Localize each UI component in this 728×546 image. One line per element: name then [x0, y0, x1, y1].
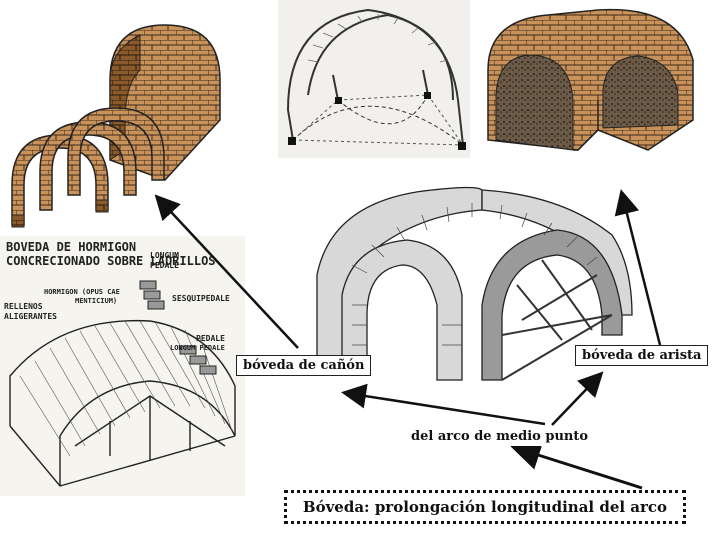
- label-longum: LONGUM: [150, 251, 179, 260]
- vault-definition-caption: Bóveda: prolongación longitudinal del ar…: [284, 490, 686, 524]
- drawing-title-line1: BOVEDA DE HORMIGON: [6, 240, 137, 254]
- wireframe-cross-vault-image: [278, 0, 470, 158]
- brick-groin-vault-image: [478, 0, 708, 160]
- brick-barrel-vault-image: [0, 10, 240, 235]
- label-aligerantes: ALIGERANTES: [4, 312, 57, 321]
- label-pedale-2: PEDALE: [196, 334, 225, 343]
- semicircular-arch-label: del arco de medio punto: [405, 427, 595, 446]
- label-sesquipedale: SESQUIPEDALE: [172, 294, 230, 303]
- barrel-vault-label: bóveda de cañón: [236, 355, 372, 376]
- label-pedale: PEDALE: [150, 261, 179, 270]
- arrow-arch-to-barrel: [341, 383, 546, 426]
- stone-groin-vault-image: [312, 165, 647, 390]
- roman-vault-construction-drawing: BOVEDA DE HORMIGON CONCRECIONADO SOBRE L…: [0, 236, 245, 496]
- drawing-title-line2: CONCRECIONADO SOBRE LADRILLOS: [6, 254, 216, 268]
- label-hormigon: HORMIGON (OPUS CAE: [44, 288, 120, 296]
- label-rellenos: RELLENOS: [4, 302, 43, 311]
- label-longum-pedale: LONGUM PEDALE: [170, 344, 225, 352]
- label-hormigon-2: MENTICIUM): [75, 297, 118, 305]
- arrow-definition-to-arch: [510, 440, 643, 490]
- groin-vault-label: bóveda de arista: [575, 345, 709, 366]
